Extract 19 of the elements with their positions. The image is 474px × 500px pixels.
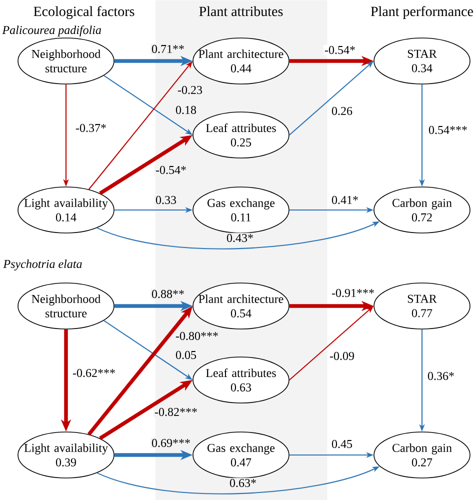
edge-label: -0.82***	[153, 406, 199, 418]
edge-label: -0.62***	[71, 368, 117, 378]
edge-label: 0.69***	[150, 438, 192, 448]
edge-label: 0.45	[330, 438, 354, 450]
edge-label: -0.09	[328, 350, 356, 362]
edge-label: 0.26	[330, 106, 354, 116]
edge-label: 0.88**	[150, 288, 186, 300]
species-name: Psychotria elata	[3, 260, 82, 270]
edge-label: 0.36*	[426, 370, 456, 382]
edge-label: 0.41*	[330, 194, 360, 206]
edge-label: -0.91***	[330, 288, 376, 298]
edge-label: -0.54*	[323, 44, 357, 56]
edge-label: 0.54***	[427, 124, 469, 136]
edge-label: 0.33	[154, 194, 178, 206]
column-heading: Ecological factors	[34, 6, 134, 20]
column-heading: Plant performance	[370, 6, 474, 19]
edge-label: 0.71**	[150, 44, 186, 54]
edge-label: -0.54*	[154, 164, 188, 176]
edge-label: -0.37*	[74, 122, 108, 134]
